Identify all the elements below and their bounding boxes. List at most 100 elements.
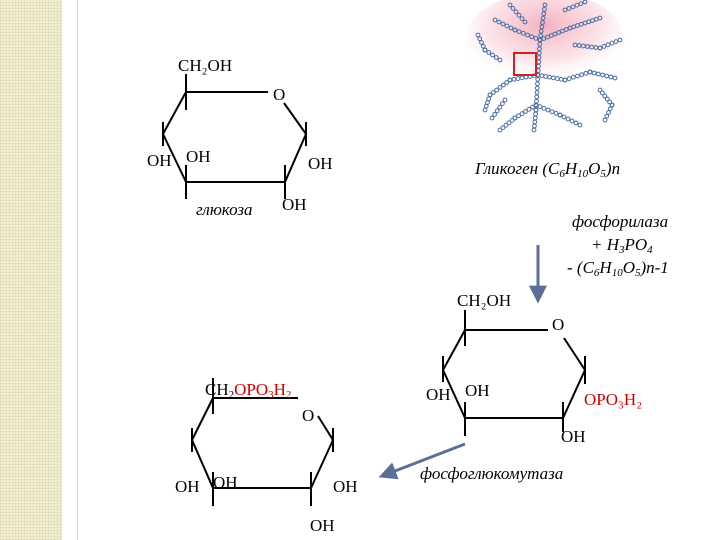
glycogen-bead [532, 115, 538, 121]
glycogen-bead [597, 15, 603, 21]
glycogen-bead [536, 55, 542, 60]
glucose-name: глюкоза [196, 200, 253, 219]
glycogen-bead [532, 123, 537, 129]
glucose-ring-oxygen: O [273, 85, 286, 104]
glycogen-bead [561, 114, 567, 120]
glycogen-bead [604, 113, 610, 119]
phosphorylase-phosphate: + H3PO4 [591, 235, 653, 256]
glycogen-bead [513, 9, 519, 15]
glycogen-bead [534, 90, 540, 95]
glycogen-bead [500, 125, 506, 130]
g6p-oh-c4: OH [333, 477, 358, 496]
glycogen-bead [579, 72, 585, 78]
glycogen-bead [604, 73, 610, 79]
glycogen-bead [562, 77, 568, 83]
glycogen-bead [566, 76, 572, 82]
decorative-side-strip [0, 0, 62, 540]
glycogen-bead [504, 80, 510, 85]
glycogen-bead [489, 115, 495, 121]
glycogen-bead [537, 46, 542, 52]
glycogen-bead [597, 87, 603, 93]
g1p-oh-c3: OH [561, 427, 586, 446]
glycogen-bead [609, 40, 615, 46]
glycogen-bead [486, 50, 492, 55]
glycogen-bead [533, 35, 539, 41]
glycogen-bead [532, 119, 538, 125]
glycogen-branches [475, 0, 623, 133]
glycogen-bead [494, 87, 500, 93]
glycogen-bead [537, 104, 543, 110]
glycogen-bead [510, 5, 516, 11]
ring-bond [562, 369, 586, 419]
glycogen-bead [507, 2, 513, 8]
glycogen-bead [529, 34, 535, 40]
ring-bond [442, 369, 466, 419]
glycogen-bead [577, 122, 583, 128]
glucose-oh-c3: OH [282, 195, 307, 214]
glycogen-bead [533, 102, 539, 108]
glycogen-bead [583, 70, 589, 76]
glycogen-bead [607, 99, 612, 105]
glycogen-bead [533, 111, 538, 117]
glucose-oh-c1: OH [147, 151, 172, 170]
glycogen-bead [500, 101, 505, 106]
glycogen-bead [490, 90, 496, 95]
glycogen-bead [575, 73, 580, 79]
glycogen-bead [526, 106, 532, 112]
glycogen-bead [570, 74, 576, 80]
glycogen-bead [523, 109, 528, 114]
glycogen-bead [535, 81, 540, 87]
glycogen-bead [500, 82, 506, 88]
glycogen-bead [578, 1, 584, 6]
phosphoglucomutase-name: фосфоглюкомутаза [420, 464, 564, 483]
glycogen-bead [509, 118, 515, 123]
g1p-ring [442, 310, 586, 436]
glycogen-bead [516, 29, 522, 35]
ring-bond [563, 337, 586, 371]
glycogen-bead [574, 2, 580, 8]
glycogen-bead [541, 105, 547, 111]
glycogen-bead [542, 2, 548, 8]
glycogen-bead [482, 47, 488, 53]
glycogen-bead [482, 107, 488, 113]
glycogen-bead [600, 90, 605, 96]
glycogen-bead [540, 20, 545, 25]
glycogen-bead [541, 6, 547, 12]
g1p-phosphate-group: OPO₃H₂ [584, 390, 643, 409]
glycogen-bead [613, 39, 619, 44]
glycogen-bead [538, 33, 544, 39]
g6p-ch2-phosphate-label: CH2OPO3H2 [205, 380, 292, 401]
glycogen-bead [601, 44, 607, 49]
glycogen-bead [512, 27, 518, 33]
glycogen-bead [553, 110, 559, 116]
glycogen-bead [479, 40, 484, 45]
glycogen-bead [497, 57, 503, 63]
g6p-ring-oxygen: O [302, 406, 315, 425]
ring-bond [284, 133, 307, 183]
glycogen-bead [608, 74, 614, 80]
glycogen-bead [497, 85, 503, 90]
ring-bond [191, 439, 214, 489]
glycogen-bead [549, 109, 555, 115]
glycogen-bead [519, 111, 525, 117]
glycogen-bead [487, 92, 493, 98]
ring-bond [310, 439, 334, 489]
glycogen-bead [534, 98, 539, 104]
glycogen-bead [475, 32, 481, 38]
glycogen-bead [536, 50, 542, 56]
glycogen-bead [604, 96, 610, 102]
glycogen-bead [565, 116, 571, 122]
glycogen-bead [537, 41, 543, 47]
glycogen-bead [569, 118, 575, 124]
glycogen-bead [500, 21, 506, 27]
glycogen-bead [497, 104, 503, 110]
glycogen-bead [597, 45, 603, 51]
glycogen-bead [490, 52, 495, 58]
glycogen-bead [507, 77, 513, 83]
glycogen-bead [485, 100, 490, 105]
g1p-oh-c1: OH [426, 385, 451, 404]
glycogen-bead [480, 43, 486, 49]
glycogen-label: Гликоген (C6H10O5)n [475, 159, 621, 180]
